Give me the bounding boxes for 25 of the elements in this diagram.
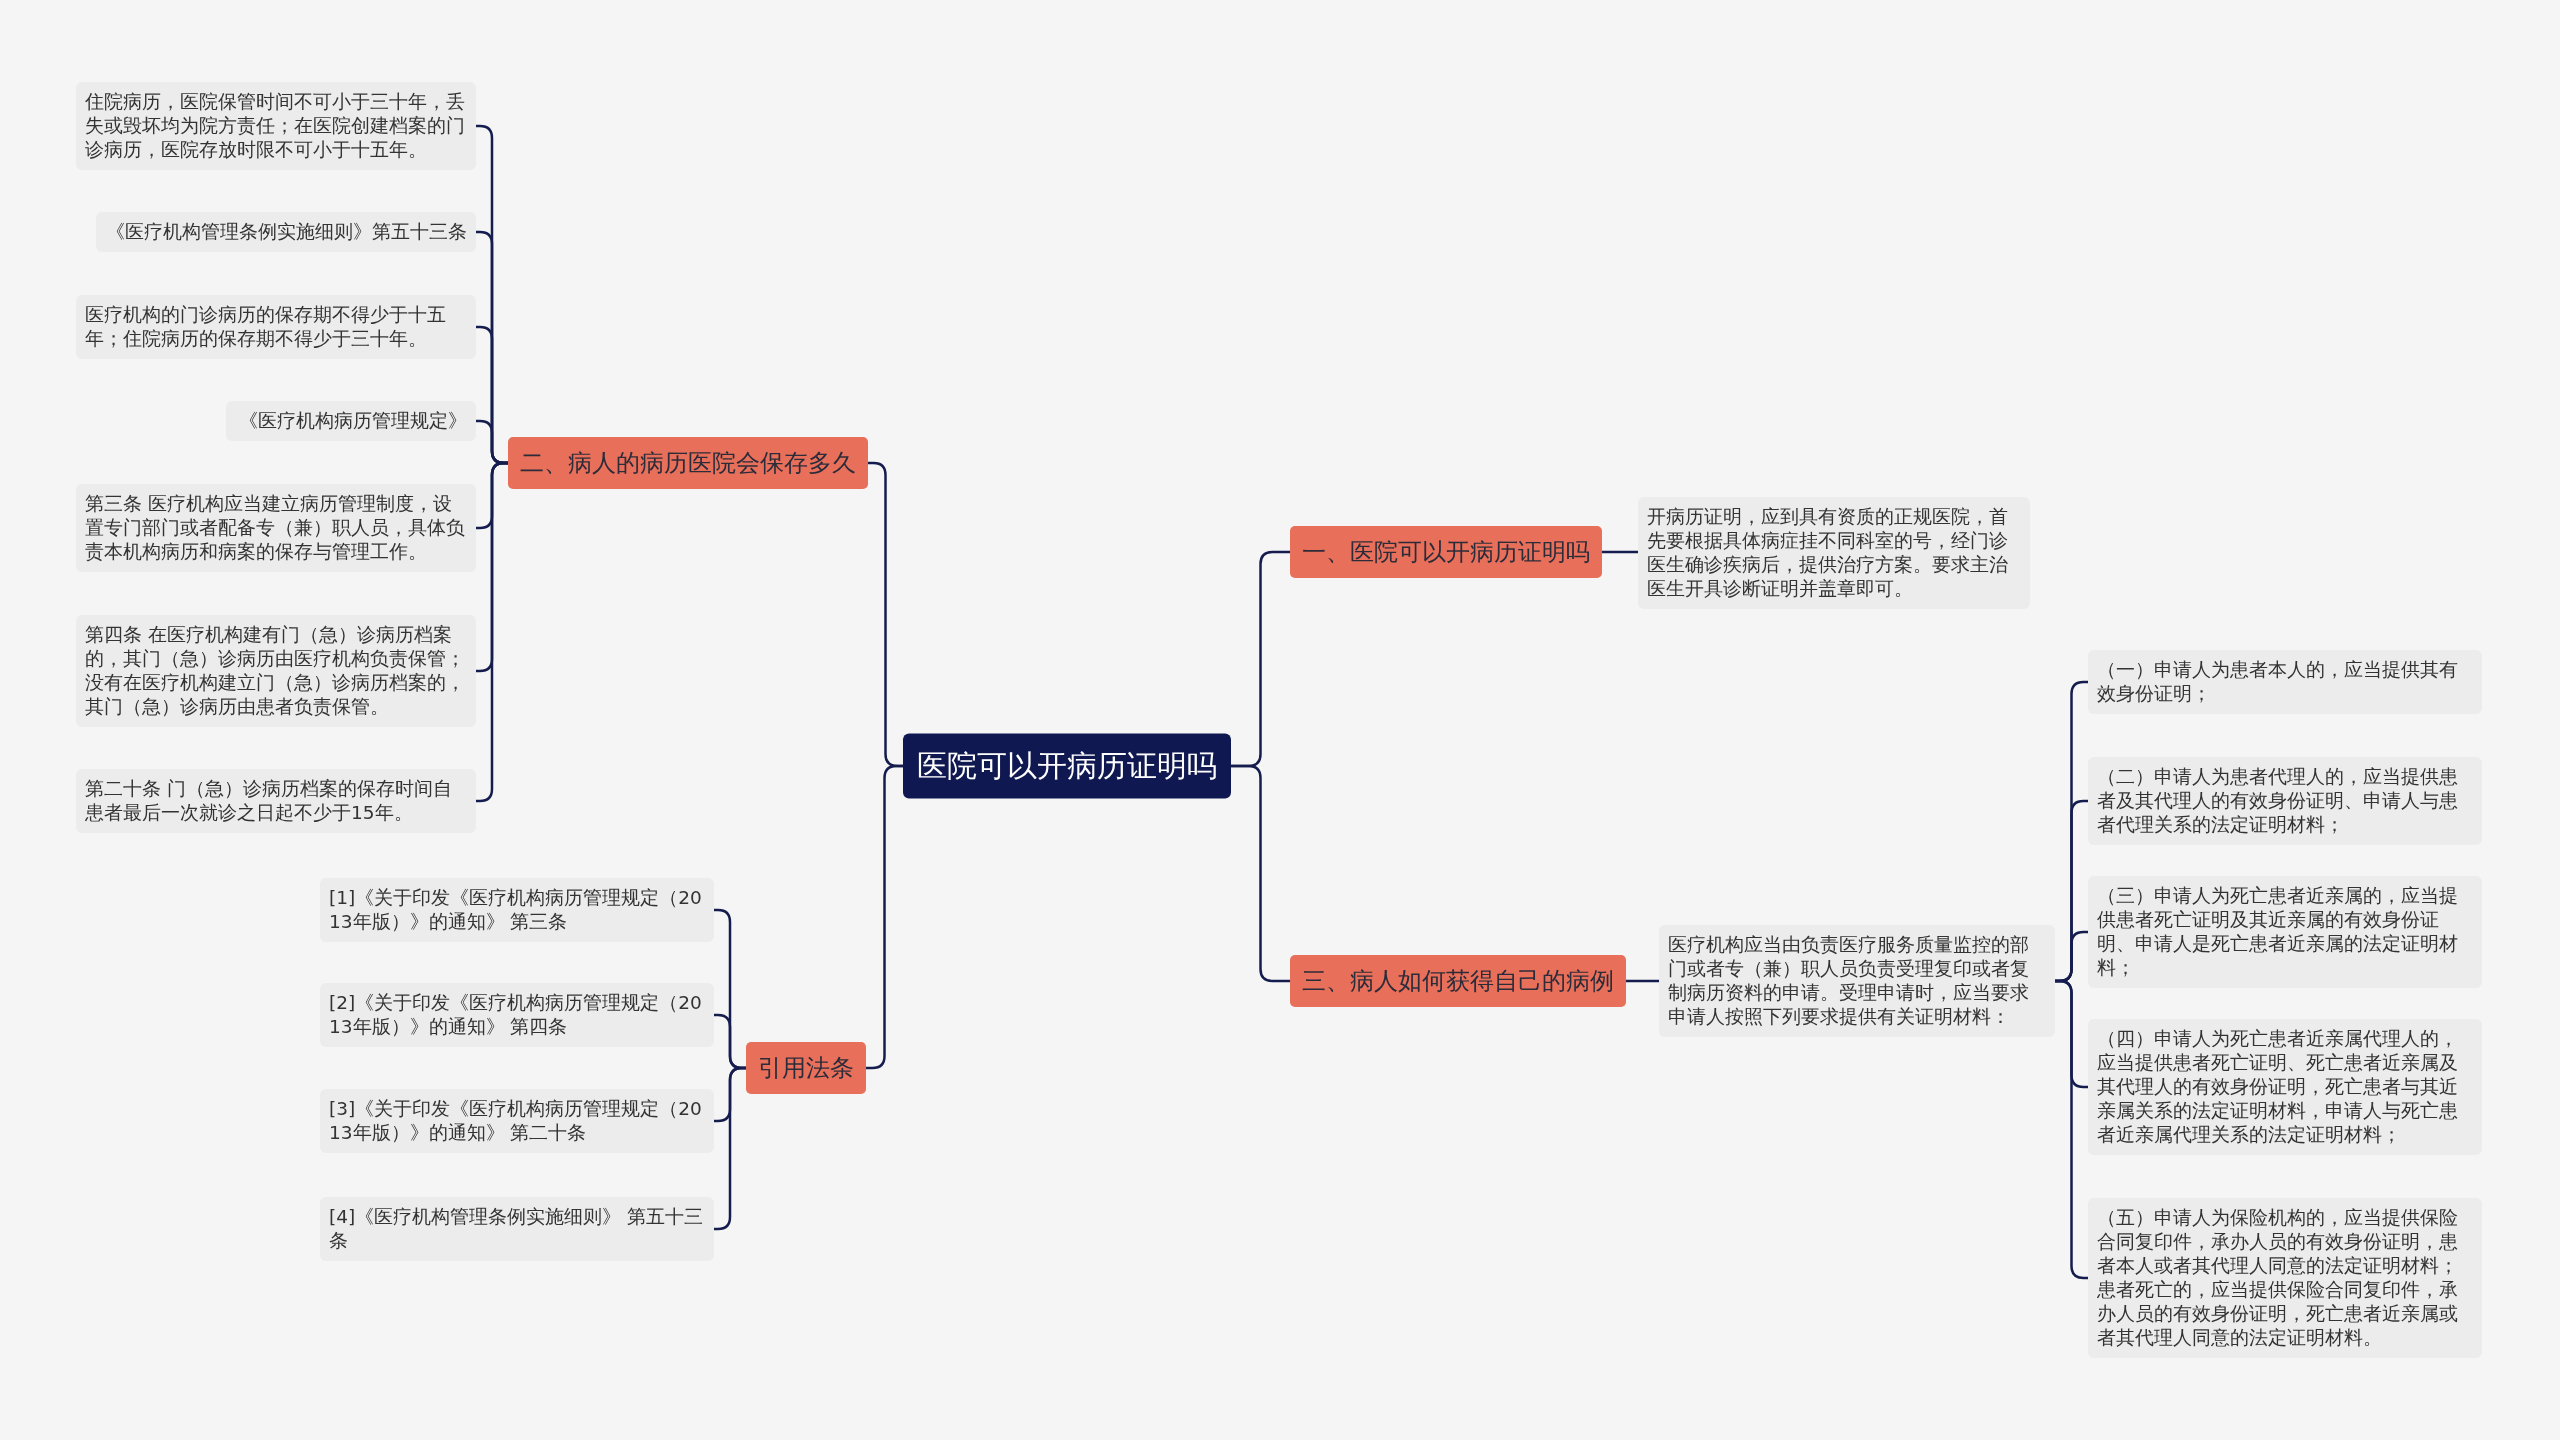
leaf-text-box: 开病历证明，应到具有资质的正规医院，首先要根据具体病症挂不同科室的号，经门诊医生确诊疾病后，提供治疗方案。要求主治医生开具诊断证明并盖章即可。: [1638, 497, 2030, 609]
branch-topic-box: 一、医院可以开病历证明吗: [1290, 526, 1602, 578]
connector-line: [1626, 979, 1659, 983]
leaf-text-box: 第三条 医疗机构应当建立病历管理制度，设置专门部门或者配备专（兼）职人员，具体负责本机构病历和病案的保存与管理工作。: [76, 484, 476, 572]
root-topic-box: 医院可以开病历证明吗: [903, 733, 1231, 799]
leaf-text-box: 《医疗机构病历管理规定》: [226, 401, 476, 441]
leaf-text-box: 住院病历，医院保管时间不可小于三十年，丢失或毁坏均为院方责任；在医院创建档案的门诊病历，医院存放时限不可小于十五年。: [76, 82, 476, 170]
leaf-text-box: [1]《关于印发《医疗机构病历管理规定（2013年版）》的通知》 第三条: [320, 878, 714, 942]
leaf-text-box: [3]《关于印发《医疗机构病历管理规定（2013年版）》的通知》 第二十条: [320, 1089, 714, 1153]
leaf-text-box: [2]《关于印发《医疗机构病历管理规定（2013年版）》的通知》 第四条: [320, 983, 714, 1047]
branch-topic-box: 三、病人如何获得自己的病例: [1290, 955, 1626, 1007]
branch-topic-box: 二、病人的病历医院会保存多久: [508, 437, 868, 489]
leaf-text-box: （四）申请人为死亡患者近亲属代理人的，应当提供患者死亡证明、死亡患者近亲属及其代理人的有效身份证明，死亡患者与其近亲属关系的法定证明材料，申请人与死亡患者近亲属代理关系的法定证明材料；: [2088, 1019, 2482, 1155]
leaf-text-box: 《医疗机构管理条例实施细则》第五十三条: [96, 212, 476, 252]
leaf-text-box: 医疗机构应当由负责医疗服务质量监控的部门或者专（兼）职人员负责受理复印或者复制病历资料的申请。受理申请时，应当要求申请人按照下列要求提供有关证明材料：: [1659, 925, 2055, 1037]
leaf-text-box: 第四条 在医疗机构建有门（急）诊病历档案的，其门（急）诊病历由医疗机构负责保管；没有在医疗机构建立门（急）诊病历档案的，其门（急）诊病历由患者负责保管。: [76, 615, 476, 727]
connector-line: [1602, 550, 1638, 554]
leaf-text-box: 第二十条 门（急）诊病历档案的保存时间自患者最后一次就诊之日起不少于15年。: [76, 769, 476, 833]
leaf-text-box: （一）申请人为患者本人的，应当提供其有效身份证明；: [2088, 650, 2482, 714]
leaf-text-box: （二）申请人为患者代理人的，应当提供患者及其代理人的有效身份证明、申请人与患者代理关系的法定证明材料；: [2088, 757, 2482, 845]
leaf-text-box: （三）申请人为死亡患者近亲属的，应当提供患者死亡证明及其近亲属的有效身份证明、申请人是死亡患者近亲属的法定证明材料；: [2088, 876, 2482, 988]
branch-topic-box: 引用法条: [746, 1042, 866, 1094]
leaf-text-box: （五）申请人为保险机构的，应当提供保险合同复印件，承办人员的有效身份证明，患者本人或者其代理人同意的法定证明材料；患者死亡的，应当提供保险合同复印件，承办人员的有效身份证明，死亡患者近亲属或者其代理人同意的法定证明材料。: [2088, 1198, 2482, 1358]
leaf-text-box: [4]《医疗机构管理条例实施细则》 第五十三条: [320, 1197, 714, 1261]
leaf-text-box: 医疗机构的门诊病历的保存期不得少于十五年；住院病历的保存期不得少于三十年。: [76, 295, 476, 359]
